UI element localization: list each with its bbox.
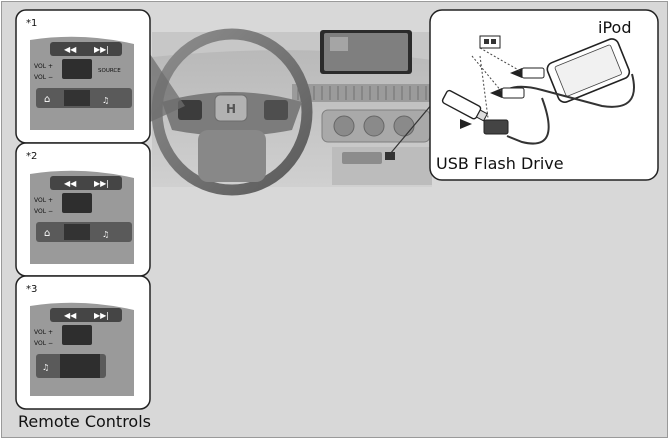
vol-down-label-2: VOL −	[34, 208, 53, 215]
vol-down-label-3: VOL −	[34, 340, 53, 347]
voice-icon: ♫	[42, 363, 49, 372]
voice-icon: ♫	[102, 230, 109, 239]
seek-back-icon: ◀◀	[64, 179, 77, 188]
panel-2-label: *2	[26, 151, 37, 162]
panel-1-label: *1	[26, 18, 37, 29]
remote-controls-label: Remote Controls	[18, 412, 151, 431]
seek-forward-icon: ▶▶|	[94, 311, 109, 320]
remote-panel-2: *2 ◀◀ ▶▶| VOL + VOL − ⌂ ♫	[15, 142, 151, 277]
voice-icon: ♫	[102, 96, 109, 105]
vol-up-label-2: VOL +	[34, 197, 53, 204]
seek-back-icon: ◀◀	[64, 45, 77, 54]
seek-forward-icon: ▶▶|	[94, 45, 109, 54]
seek-forward-icon: ▶▶|	[94, 179, 109, 188]
source-label: SOURCE	[98, 68, 121, 74]
panel-3-label: *3	[26, 284, 37, 295]
vol-up-label-3: VOL +	[34, 329, 53, 336]
remote-panel-3: *3 ◀◀ ▶▶| VOL + VOL − ♫	[15, 275, 151, 410]
vol-up-label-1: VOL +	[34, 63, 53, 70]
svg-text:H: H	[226, 102, 236, 116]
usb-port-callout	[389, 103, 433, 155]
usb-ipod-inset	[429, 9, 659, 181]
remote-controls-callout	[150, 54, 185, 122]
usb-flash-drive	[441, 89, 488, 122]
usb-flash-drive-label: USB Flash Drive	[436, 154, 564, 173]
home-icon: ⌂	[44, 228, 50, 239]
arrow-icon	[490, 88, 502, 98]
home-icon: ⌂	[44, 94, 50, 105]
ipod-label: iPod	[598, 18, 632, 37]
vol-down-label-1: VOL −	[34, 74, 53, 81]
dashboard-illustration: H	[150, 28, 433, 196]
ipod-device	[546, 38, 631, 103]
seek-back-icon: ◀◀	[64, 311, 77, 320]
remote-panel-1: *1 ◀◀ ▶▶| VOL + VOL − SOURCE ⌂ ♫	[15, 9, 151, 144]
center-console	[332, 147, 432, 185]
arrow-icon	[460, 119, 472, 129]
dash-vent-strip	[292, 84, 432, 102]
usb-port-icon	[479, 35, 501, 49]
infotainment-screen	[320, 30, 412, 74]
